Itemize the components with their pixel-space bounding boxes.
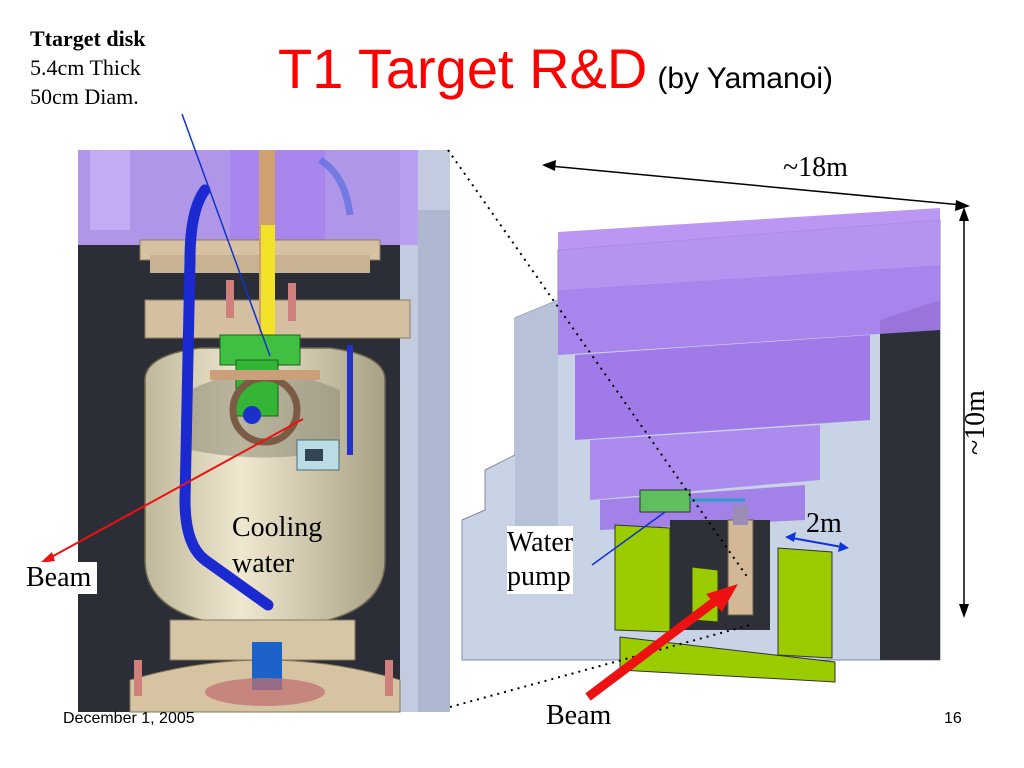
disk-leader-line xyxy=(181,113,271,357)
title-main: T1 Target R&D xyxy=(278,37,648,100)
beam-arrow-right xyxy=(585,592,725,701)
beam-arrow-left xyxy=(45,418,304,561)
target-disk-heading: Ttarget disk xyxy=(30,26,146,51)
footer-date: December 1, 2005 xyxy=(63,710,195,727)
pump-label-line2: pump xyxy=(507,561,571,592)
beam-label-left: Beam xyxy=(20,562,98,594)
iron-block xyxy=(619,636,836,683)
page-number: 16 xyxy=(944,710,962,727)
pump-leader-line xyxy=(591,511,666,566)
iron-block xyxy=(777,547,833,659)
width-label: ~18m xyxy=(783,152,848,183)
width-dimension xyxy=(542,160,970,211)
water-pump-label: Water pump xyxy=(507,526,574,594)
pump-label-line1: Water xyxy=(507,527,574,558)
gap-dimension xyxy=(785,532,849,552)
height-dimension xyxy=(959,207,969,618)
facility-cutaway-image xyxy=(461,208,941,683)
beam-label-right: Beam xyxy=(546,700,612,731)
purple-shielding xyxy=(558,208,940,530)
cooling-label-line2: water xyxy=(232,548,295,579)
height-label: ~10m xyxy=(960,390,991,455)
cooling-pipe xyxy=(179,184,274,611)
target-assembly xyxy=(639,489,691,513)
iron-block xyxy=(614,524,671,633)
gap-label: 2m xyxy=(806,508,842,539)
zoom-line-bottom xyxy=(449,624,751,708)
target-disk-diameter: 50cm Diam. xyxy=(30,84,139,109)
target-disk-thickness: 5.4cm Thick xyxy=(30,55,141,80)
camera-icon xyxy=(296,439,340,471)
cooling-label-line1: Cooling xyxy=(232,512,323,543)
slide-title: T1 Target R&D (by Yamanoi) xyxy=(278,36,833,101)
target-disk-note: Ttarget disk 5.4cm Thick 50cm Diam. xyxy=(30,24,146,111)
cooling-water-label: Cooling water xyxy=(232,510,322,582)
target-vessel xyxy=(727,519,754,616)
title-subtitle: (by Yamanoi) xyxy=(657,62,833,95)
zoom-line-top xyxy=(447,149,749,579)
target-closeup-image xyxy=(78,150,450,713)
